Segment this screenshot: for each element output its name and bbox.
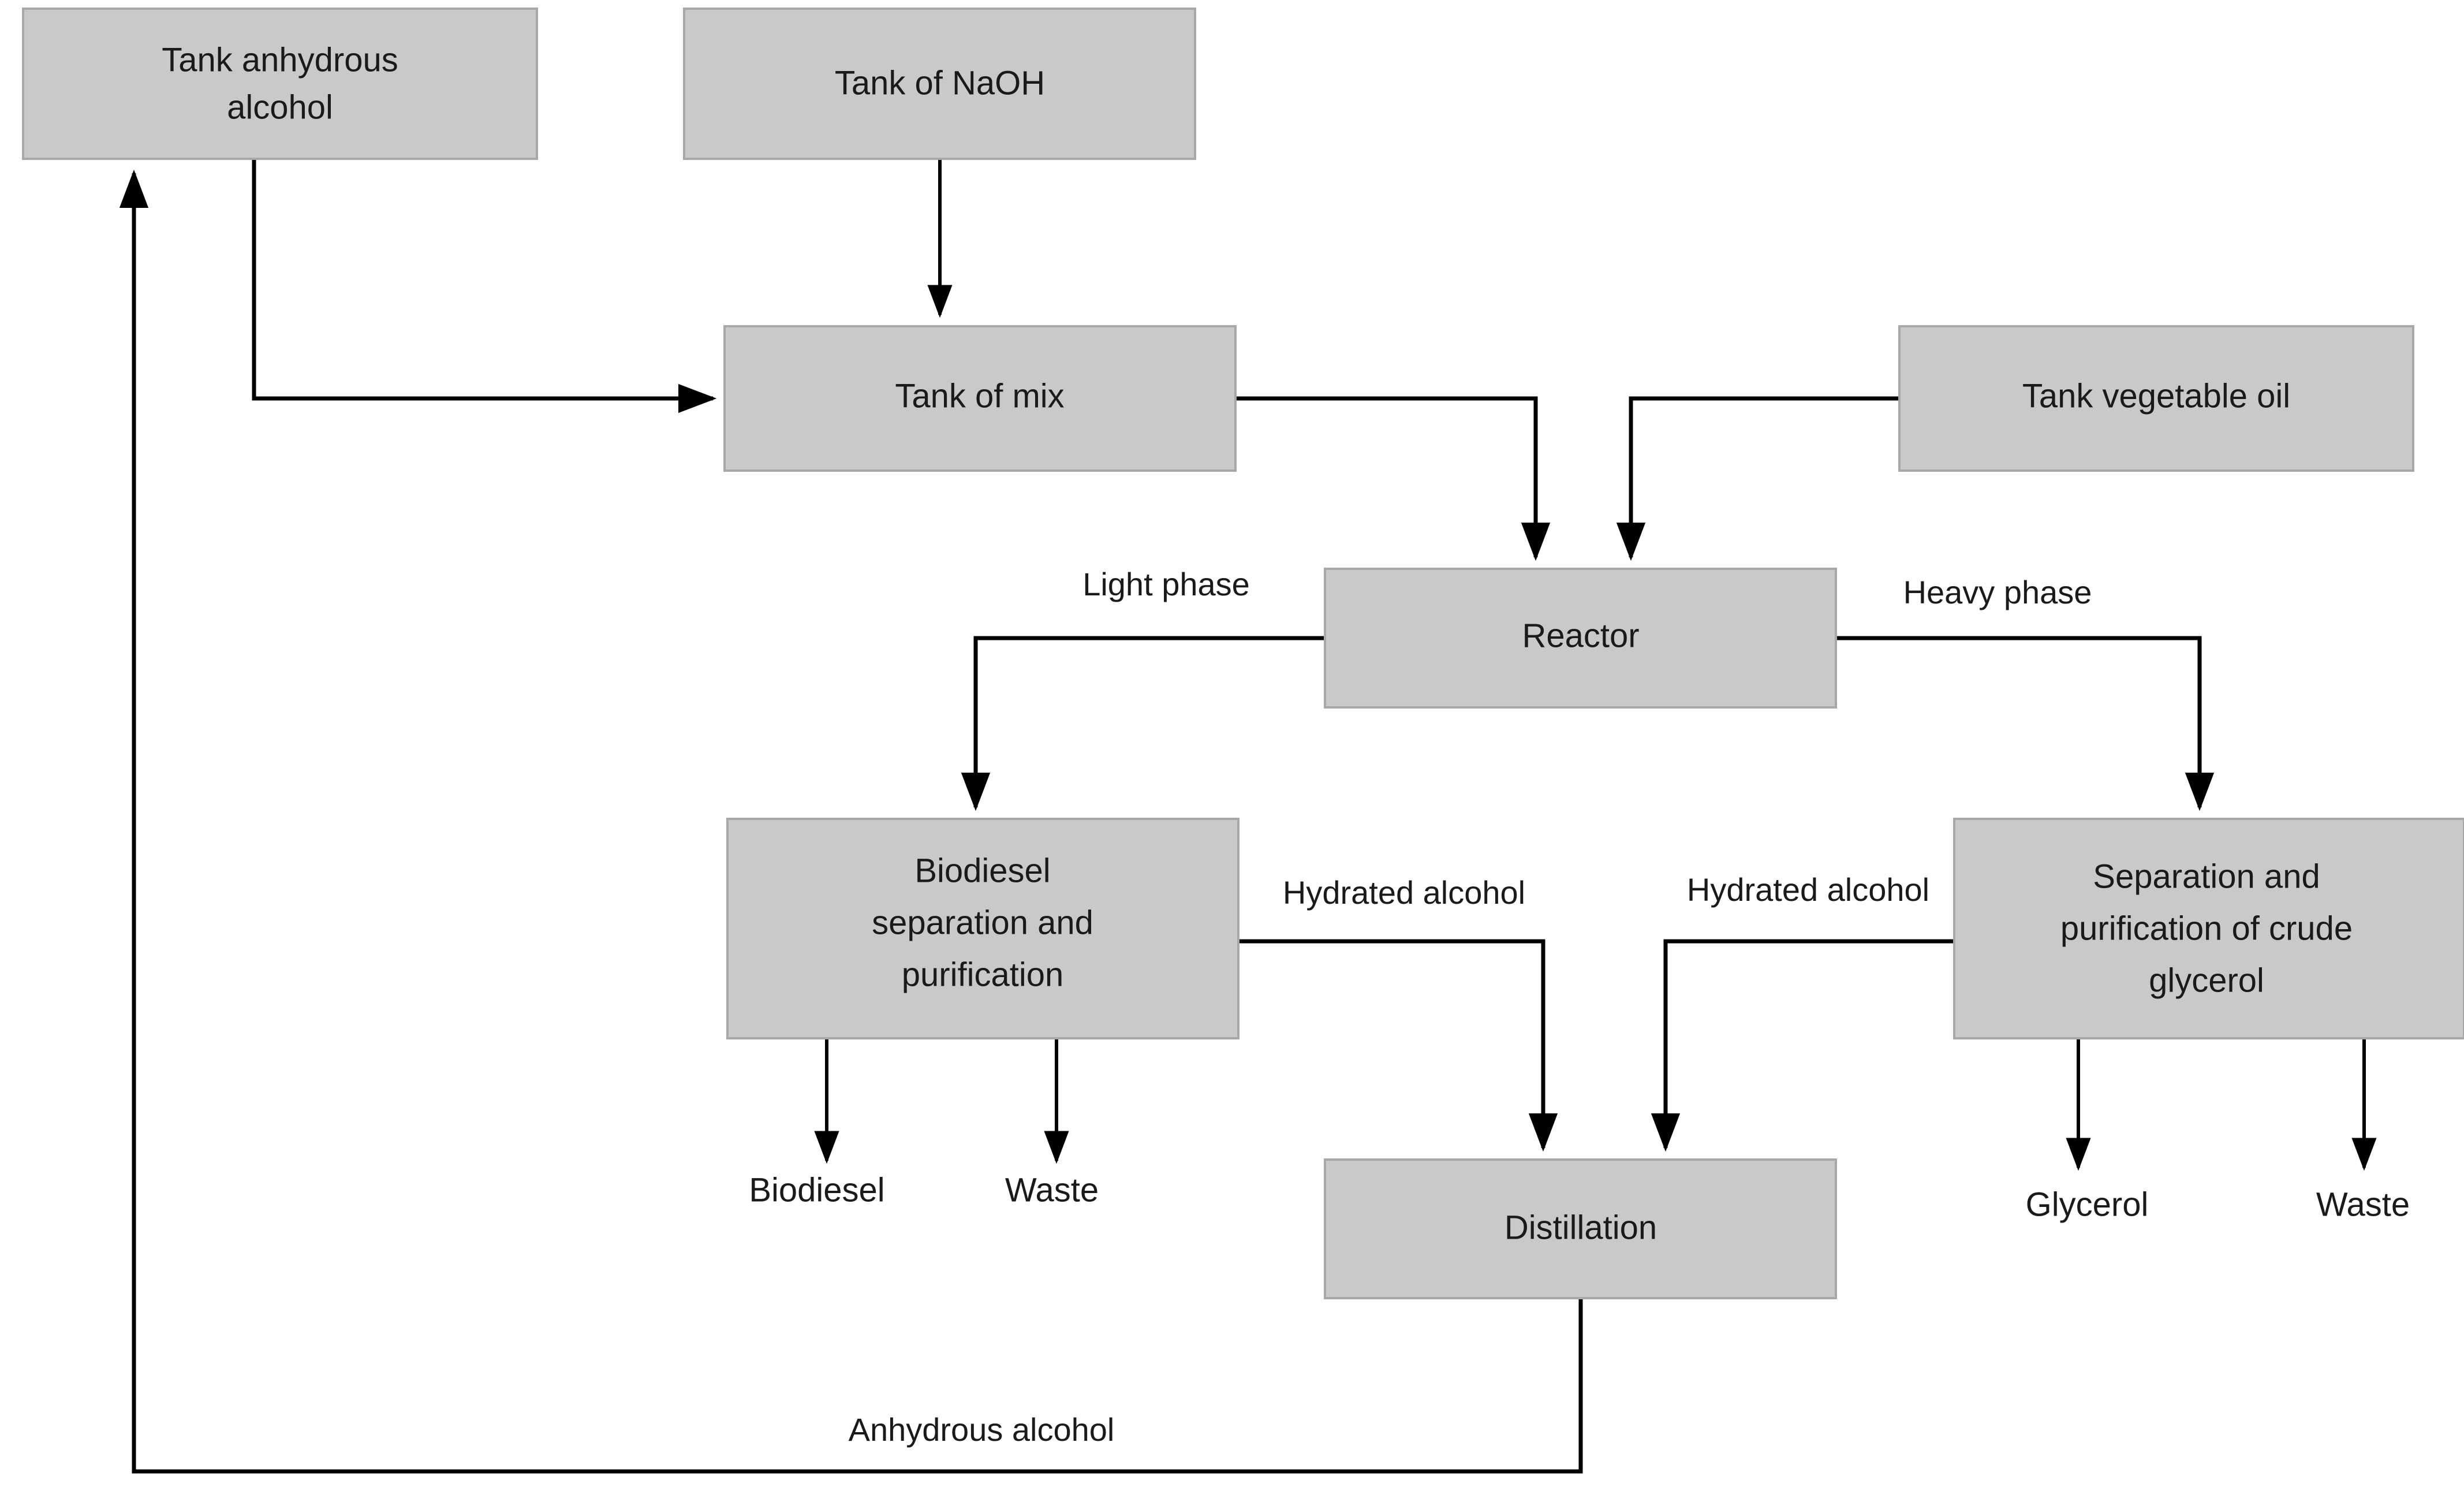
node-biodiesel-separation-label-line2: separation and bbox=[872, 904, 1093, 941]
node-tank-naoh-label: Tank of NaOH bbox=[835, 64, 1045, 102]
node-tank-anhydrous-alcohol-label-line1: Tank anhydrous bbox=[162, 41, 398, 79]
node-glycerol-separation-label-line2: purification of crude bbox=[2060, 910, 2353, 947]
edge-label-heavy-phase: Heavy phase bbox=[1903, 574, 2092, 610]
edge-hydrated-alcohol-left bbox=[1238, 939, 1558, 1152]
node-glycerol-separation-label-line3: glycerol bbox=[2149, 961, 2264, 999]
node-tank-anhydrous-alcohol-label-line2: alcohol bbox=[227, 88, 333, 126]
node-tank-vegetable-oil[interactable]: Tank vegetable oil bbox=[1898, 325, 2414, 472]
edge-label-hydrated-alcohol-left: Hydrated alcohol bbox=[1283, 874, 1525, 911]
terminal-label-waste-right: Waste bbox=[2316, 1186, 2410, 1223]
node-tank-vegetable-oil-box[interactable] bbox=[1898, 325, 2414, 472]
node-distillation-box[interactable] bbox=[1324, 1158, 1837, 1299]
node-biodiesel-separation-box[interactable] bbox=[726, 818, 1240, 1039]
node-biodiesel-separation-label-line1: Biodiesel bbox=[914, 852, 1050, 889]
node-glycerol-separation-label-line1: Separation and bbox=[2093, 858, 2320, 895]
node-distillation[interactable]: Distillation bbox=[1324, 1158, 1837, 1299]
terminal-label-glycerol: Glycerol bbox=[2026, 1186, 2149, 1223]
edge-label-hydrated-alcohol-right: Hydrated alcohol bbox=[1687, 871, 1929, 908]
node-tank-mix-label: Tank of mix bbox=[895, 377, 1064, 415]
edge-reactor-light-phase bbox=[961, 636, 1325, 811]
terminal-label-biodiesel: Biodiesel bbox=[749, 1171, 884, 1209]
edge-oil-to-reactor bbox=[1616, 396, 1899, 561]
node-tank-anhydrous-alcohol-box[interactable] bbox=[22, 8, 538, 160]
edge-anhydrous-alcohol-return bbox=[119, 169, 1583, 1474]
edge-anhydrous-to-mix bbox=[252, 159, 717, 413]
edge-hydrated-alcohol-right bbox=[1651, 939, 1954, 1152]
node-tank-anhydrous-alcohol[interactable]: Tank anhydrous alcohol bbox=[22, 8, 538, 160]
node-reactor[interactable]: Reactor bbox=[1324, 568, 1837, 709]
node-tank-naoh[interactable]: Tank of NaOH bbox=[683, 8, 1196, 160]
node-tank-vegetable-oil-label: Tank vegetable oil bbox=[2022, 377, 2290, 415]
node-tank-naoh-box[interactable] bbox=[683, 8, 1196, 160]
edge-label-light-phase: Light phase bbox=[1082, 566, 1250, 602]
node-distillation-label: Distillation bbox=[1504, 1209, 1657, 1246]
edge-mix-to-reactor bbox=[1235, 396, 1551, 561]
node-glycerol-separation-box[interactable] bbox=[1953, 818, 2464, 1039]
node-biodiesel-separation[interactable]: Biodiesel separation and purification bbox=[726, 818, 1240, 1039]
node-reactor-box[interactable] bbox=[1324, 568, 1837, 709]
terminal-label-waste-left: Waste bbox=[1005, 1171, 1099, 1209]
node-reactor-label: Reactor bbox=[1522, 617, 1639, 654]
node-tank-mix[interactable]: Tank of mix bbox=[723, 325, 1237, 472]
edge-label-anhydrous-alcohol-return: Anhydrous alcohol bbox=[849, 1411, 1115, 1448]
node-tank-mix-box[interactable] bbox=[723, 325, 1237, 472]
edge-reactor-heavy-phase bbox=[1836, 636, 2215, 811]
node-glycerol-separation[interactable]: Separation and purification of crude gly… bbox=[1953, 818, 2464, 1039]
node-biodiesel-separation-label-line3: purification bbox=[902, 956, 1063, 993]
